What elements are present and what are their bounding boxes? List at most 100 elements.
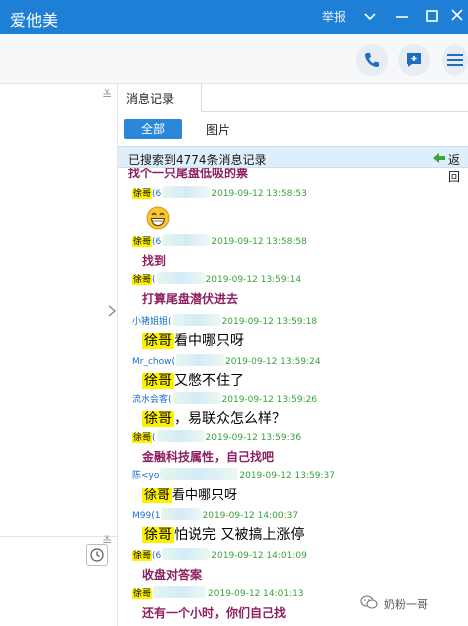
redacted-id: [160, 468, 239, 480]
redacted-id: [172, 314, 221, 326]
input-divider: [0, 536, 118, 537]
sender-name: 徐哥: [132, 275, 153, 285]
message-text: 徐哥看中哪只呀: [142, 330, 244, 350]
redacted-id: [156, 430, 205, 442]
redacted-id: [156, 272, 205, 284]
message-time: 2019-09-12 13:59:37: [239, 471, 335, 481]
chat-pane: ≚ ≚: [0, 84, 118, 626]
message-meta: 流水会客( 2019-09-12 13:59:26: [132, 392, 317, 406]
message-body: ，易联众怎么样？: [174, 411, 286, 427]
more-icon: [447, 54, 463, 66]
message-time: 2019-09-12 13:58:58: [211, 237, 307, 247]
collapse-toggle-bottom[interactable]: ≚: [102, 534, 113, 548]
message-time: 2019-09-12 14:01:13: [208, 589, 304, 599]
sender-name: 徐哥: [132, 551, 153, 561]
chevron-right-icon[interactable]: [106, 300, 118, 322]
sender-name: 徐哥: [132, 237, 153, 247]
message-meta: 徐哥(6 2019-09-12 14:01:09: [132, 548, 307, 562]
mention-highlight: 徐哥: [142, 527, 174, 543]
message-text: 找到: [142, 254, 167, 268]
sender-suffix: (6: [152, 189, 162, 199]
laugh-emoji-icon: [146, 206, 170, 230]
message-time: 2019-09-12 13:59:18: [221, 317, 318, 327]
watermark-text: 奶粉一哥: [384, 598, 428, 611]
sender-suffix: (: [152, 275, 156, 285]
search-result-bar: 已搜索到4774条消息记录 返回: [118, 146, 468, 184]
message-time: 2019-09-12 14:00:37: [202, 511, 299, 521]
message-time: 2019-09-12 13:59:36: [205, 433, 302, 443]
more-button[interactable]: [442, 44, 468, 76]
chat-header: [0, 34, 468, 84]
maximize-icon[interactable]: [420, 4, 444, 28]
filter-image-button[interactable]: 图片: [206, 123, 231, 137]
chevron-down-icon[interactable]: [358, 4, 382, 28]
message-time: 2019-09-12 13:58:53: [211, 189, 307, 199]
sender-name: 小猪姐姐(: [132, 317, 172, 327]
tab-bar: 消息记录: [118, 84, 468, 112]
message-meta: M99(1 2019-09-12 14:00:37: [132, 508, 298, 522]
message-text: 金融科技属性，自己找吧: [142, 450, 275, 464]
history-panel: 消息记录 全部 图片 已搜索到4774条消息记录 返回 找个一只尾盘低吸的票 徐…: [118, 84, 468, 626]
tab-label: 消息记录: [126, 92, 175, 106]
sender-name: 徐哥: [132, 189, 153, 199]
message-time: 2019-09-12 13:59:24: [225, 357, 321, 367]
message-body: 看中哪只呀: [172, 488, 238, 503]
message-text: 徐哥，易联众怎么样？: [142, 408, 286, 428]
sender-suffix: (6: [152, 551, 162, 561]
message-time: 2019-09-12 13:59:26: [221, 395, 318, 405]
sender-name: Mr_chow(: [132, 357, 175, 367]
phone-icon: [365, 53, 379, 67]
mention-highlight: 徐哥: [142, 411, 174, 427]
back-arrow-icon[interactable]: [432, 151, 446, 165]
message-meta: Mr_chow( 2019-09-12 13:59:24: [132, 354, 321, 368]
message-time: 2019-09-12 13:59:14: [205, 275, 302, 285]
minimize-icon[interactable]: [390, 4, 414, 28]
redacted-id: [172, 392, 221, 404]
close-icon[interactable]: [446, 4, 468, 28]
compose-button[interactable]: [398, 44, 430, 76]
message-text: 徐哥怕说完 又被搞上涨停: [142, 524, 304, 544]
message-text: 收盘对答案: [142, 568, 203, 582]
redacted-id: [176, 354, 224, 366]
redacted-id: [162, 186, 211, 198]
mention-highlight: 徐哥: [142, 373, 174, 389]
redacted-id: [162, 548, 211, 560]
history-button[interactable]: [86, 544, 108, 566]
collapse-toggle-top[interactable]: ≚: [102, 88, 113, 102]
mention-highlight: 徐哥: [142, 333, 174, 349]
tab-message-history[interactable]: 消息记录: [118, 84, 202, 112]
message-body: 看中哪只呀: [174, 333, 244, 349]
clock-icon: [90, 548, 104, 562]
message-text: 徐哥看中哪只呀: [142, 484, 237, 503]
message-body: 怕说完 又被搞上涨停: [174, 527, 305, 543]
message-text: 打算尾盘潜伏进去: [142, 292, 239, 306]
sender-name: 流水会客(: [132, 395, 172, 405]
message-text: 徐哥又憋不住了: [142, 370, 244, 390]
wechat-icon: [360, 595, 378, 609]
message-body: 又憋不住了: [174, 373, 244, 389]
message-meta: 徐哥(2019-09-12 13:59:14: [132, 272, 301, 286]
back-button[interactable]: 返回: [448, 153, 461, 184]
report-link[interactable]: 举报: [322, 10, 347, 24]
message-text: 找个一只尾盘低吸的票: [128, 168, 249, 180]
compose-icon: [407, 53, 421, 67]
voice-call-button[interactable]: [356, 44, 388, 76]
sender-suffix: (: [152, 433, 156, 443]
filter-all-button[interactable]: 全部: [124, 119, 182, 139]
sender-name: 徐哥: [132, 433, 153, 443]
sender-name: M99(1: [132, 511, 161, 521]
message-text: 还有一个小时，你们自己找: [142, 606, 287, 620]
filter-bar: 全部 图片: [118, 112, 468, 146]
message-meta: 徐哥(6 2019-09-12 13:58:58: [132, 234, 307, 248]
title-bar: 爱他美 举报: [0, 0, 468, 34]
redacted-id: [161, 508, 202, 520]
sender-suffix: (6: [152, 237, 162, 247]
redacted-id: [162, 234, 211, 246]
message-time: 2019-09-12 14:01:09: [211, 551, 307, 561]
redacted-id: [153, 586, 208, 598]
message-meta: 徐哥(6 2019-09-12 13:58:53: [132, 186, 307, 200]
window-title: 爱他美: [10, 11, 59, 30]
